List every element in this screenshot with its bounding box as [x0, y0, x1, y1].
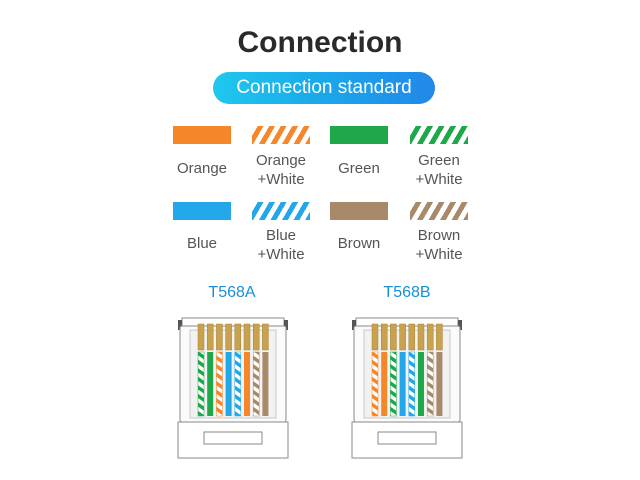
- contact-pin: [371, 323, 379, 351]
- contact-pin: [380, 323, 388, 351]
- striped-swatch-icon: [252, 126, 310, 144]
- legend-label: Brown +White: [394, 226, 484, 264]
- solid-swatch-icon: [330, 126, 388, 144]
- plug-body: [351, 317, 463, 459]
- wire-blue-white: [408, 351, 416, 417]
- contact-pin: [206, 323, 214, 351]
- wire-orange: [381, 352, 388, 416]
- wire-brown: [262, 352, 269, 416]
- striped-swatch-icon: [410, 202, 468, 220]
- standard-label-t568a: T568A: [208, 284, 256, 301]
- contact-pin: [399, 323, 406, 351]
- rj45-plug-t568a: [177, 317, 289, 459]
- legend-label-line2: +White: [257, 171, 305, 188]
- wire-blue: [399, 352, 406, 416]
- contact-pin: [243, 323, 251, 351]
- legend-label-line1: Brown: [337, 235, 381, 252]
- legend-label-line1: Orange: [176, 160, 228, 177]
- standard-label-t568b: T568B: [383, 284, 431, 301]
- page-title: Connection: [237, 26, 403, 59]
- wire-green: [207, 352, 214, 416]
- contact-pin: [426, 323, 434, 351]
- solid-swatch-icon: [173, 126, 231, 144]
- legend-label: Brown: [314, 234, 404, 253]
- legend-label-line1: Blue: [186, 235, 218, 252]
- contact-pin: [408, 323, 416, 351]
- legend-label: Orange +White: [236, 151, 326, 189]
- contact-pin: [234, 323, 242, 351]
- contact-pin: [262, 323, 269, 351]
- legend-label-line2: +White: [415, 246, 463, 263]
- contact-pin: [252, 323, 260, 351]
- legend-label-line1: Green: [338, 160, 380, 177]
- legend-label-line2: +White: [257, 246, 305, 263]
- wire-orange: [244, 352, 250, 416]
- legend-label: Blue: [157, 234, 247, 253]
- connection-standard-badge: Connection standard: [213, 72, 435, 104]
- striped-swatch-icon: [252, 202, 310, 220]
- contact-pin: [225, 323, 232, 351]
- wire-orange-white: [216, 351, 223, 417]
- plug-body: [177, 317, 289, 459]
- wire-green: [418, 352, 424, 416]
- legend-label: Orange: [157, 159, 247, 178]
- legend-label: Green: [314, 159, 404, 178]
- wire-brown-white: [426, 351, 434, 417]
- contact-pin: [216, 323, 223, 351]
- legend-label-line2: +White: [415, 171, 463, 188]
- solid-swatch-icon: [330, 202, 388, 220]
- contact-pin: [197, 323, 205, 351]
- contact-pin: [417, 323, 425, 351]
- wire-green-white: [390, 351, 397, 417]
- wire-green-white: [197, 351, 205, 417]
- wire-blue: [225, 352, 232, 416]
- wire-brown: [436, 352, 443, 416]
- wire-orange-white: [371, 351, 379, 417]
- legend-label-line1: Orange: [255, 152, 307, 169]
- legend-label-line1: Blue: [265, 227, 297, 244]
- legend-label-line1: Brown: [417, 227, 461, 244]
- wire-blue-white: [234, 351, 242, 417]
- legend-label: Green +White: [394, 151, 484, 189]
- contact-pin: [436, 323, 443, 351]
- solid-swatch-icon: [173, 202, 231, 220]
- wire-brown-white: [252, 351, 260, 417]
- striped-swatch-icon: [410, 126, 468, 144]
- rj45-plug-t568b: [351, 317, 463, 459]
- contact-pin: [390, 323, 397, 351]
- legend-label-line1: Green: [418, 152, 460, 169]
- legend-label: Blue +White: [236, 226, 326, 264]
